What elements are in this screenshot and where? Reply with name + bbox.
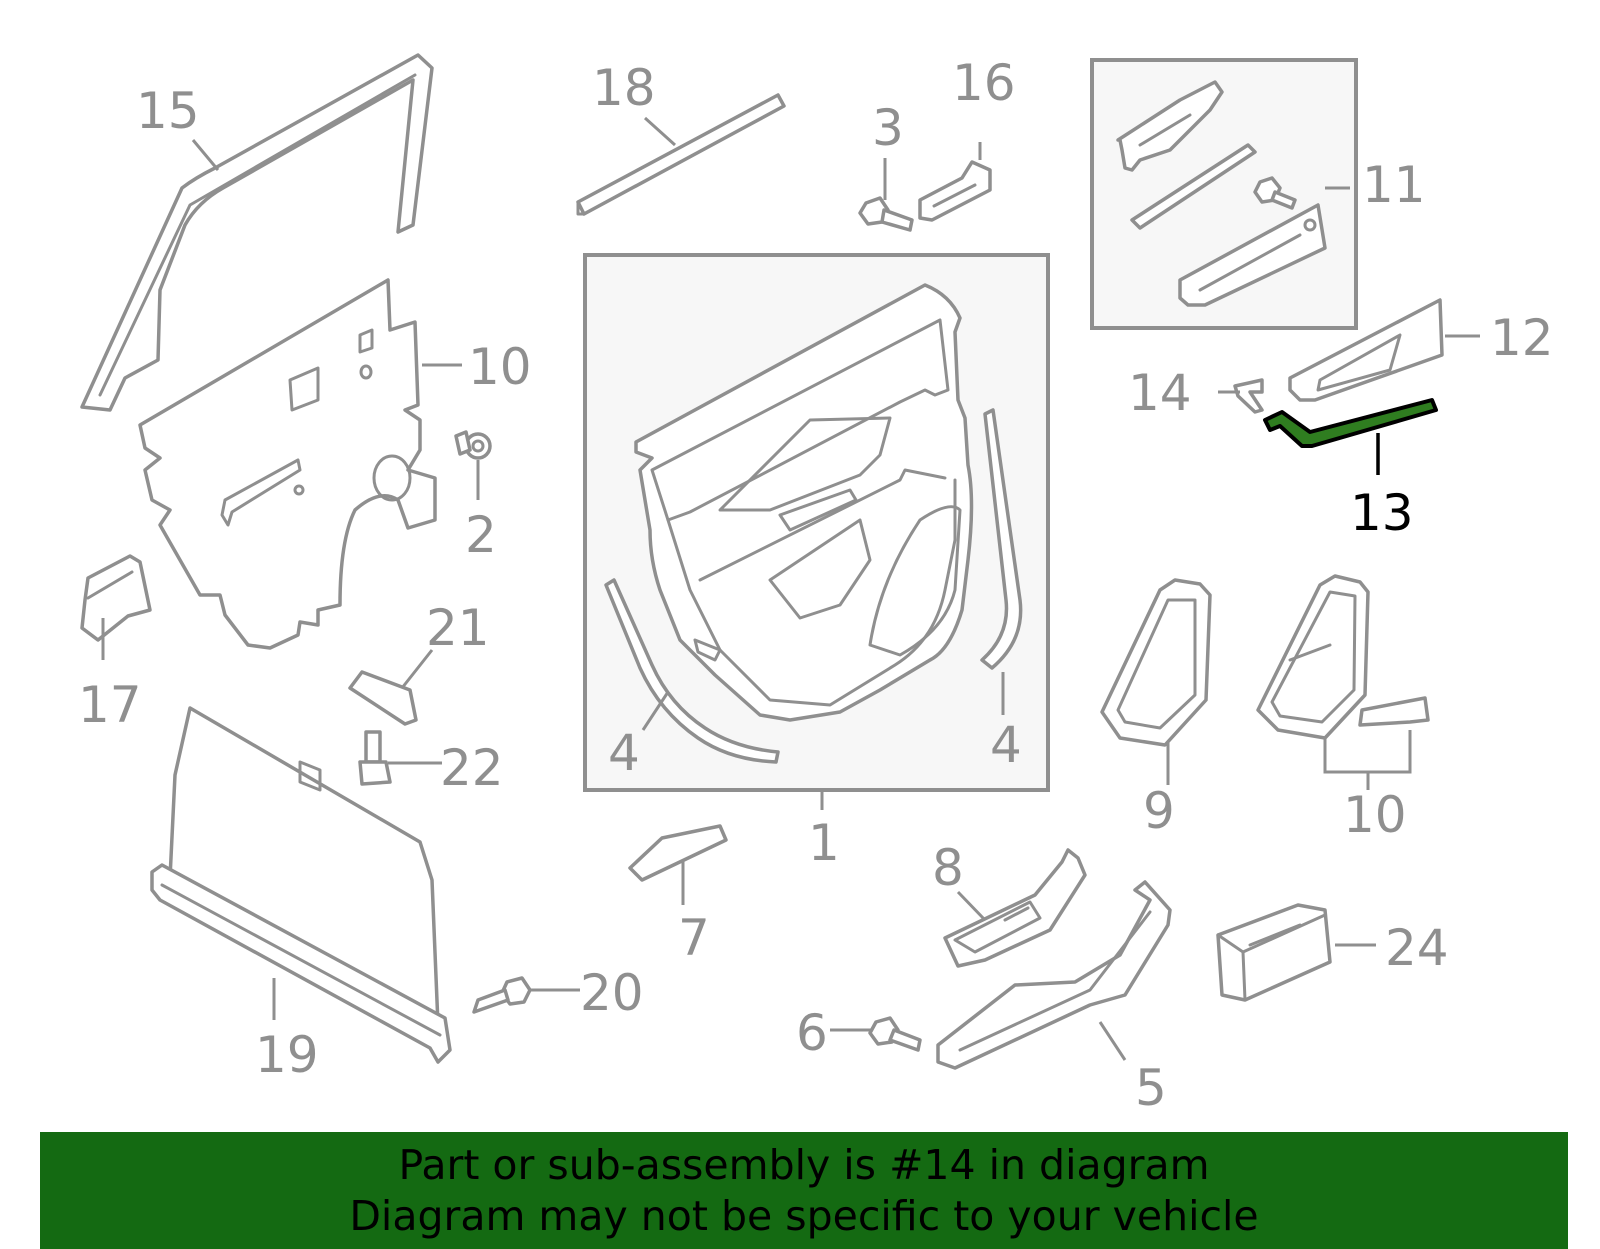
part-7-bracket[interactable] [628,824,728,882]
callout-21[interactable]: 20 [580,964,644,1022]
callout-4-right[interactable]: 4 [990,716,1022,774]
callout-17[interactable]: 16 [952,54,1016,112]
part-12-handle-kit[interactable] [1090,58,1358,330]
callout-2[interactable]: 2 [465,506,497,564]
part-10-trim[interactable] [1100,578,1212,747]
callout-13[interactable]: 12 [1490,309,1554,367]
banner-line-2: Diagram may not be specific to your vehi… [349,1191,1259,1240]
callout-15[interactable]: 14 [1128,364,1192,422]
parts-diagram: 15 10 2 17 18 3 16 11 12 14 13 1 4 4 9 1… [78,53,1554,1117]
callout-12[interactable]: 11 [1362,156,1426,214]
part-8-switch-bezel[interactable] [943,848,1087,968]
info-banner: Part or sub-assembly is #14 in diagram D… [40,1132,1568,1249]
callout-14[interactable]: 13 [1350,484,1414,542]
callout-7[interactable]: 7 [678,909,710,967]
part-15-clip[interactable] [1233,378,1264,414]
banner-line-1: Part or sub-assembly is #14 in diagram [398,1140,1210,1189]
part-14-highlighted[interactable] [1263,398,1438,448]
part-4-weatherstrip-left[interactable] [604,578,780,764]
callout-19[interactable]: 18 [592,59,656,117]
callout-5[interactable]: 5 [1135,1059,1167,1117]
part-20-window-glass[interactable] [150,706,452,1064]
part-11-trim-kit[interactable] [1256,574,1430,740]
part-6-bolt[interactable] [868,1016,922,1052]
callout-11[interactable]: 10 [1343,786,1407,844]
callout-23[interactable]: 22 [440,739,504,797]
part-3-bolt[interactable] [858,196,914,232]
callout-4-left[interactable]: 4 [608,724,640,782]
callout-labels: 15 10 2 17 18 3 16 11 12 14 13 1 4 4 9 1… [78,54,1554,1117]
part-23-bolt[interactable] [358,730,392,786]
part-5-armrest[interactable] [936,880,1172,1070]
part-13-trim[interactable] [1288,298,1444,402]
callout-18[interactable]: 17 [78,676,142,734]
part-9-watershield[interactable] [138,278,437,650]
part-22-clip[interactable] [348,670,418,726]
part-1-door-trim-panel[interactable] [583,253,1050,792]
callout-3[interactable]: 3 [872,99,904,157]
part-16-window-frame[interactable] [80,53,434,412]
callout-20[interactable]: 19 [255,1026,319,1084]
callout-16[interactable]: 15 [136,82,200,140]
part-2-clip[interactable] [454,430,492,460]
part-19-belt-strip[interactable] [576,93,786,216]
part-18-bracket[interactable] [80,554,152,642]
callout-9[interactable]: 10 [468,338,532,396]
callout-10[interactable]: 9 [1143,782,1175,840]
callout-24[interactable]: 24 [1385,919,1449,977]
callout-22[interactable]: 21 [426,599,490,657]
part-24-module[interactable] [1216,903,1332,1002]
callout-8[interactable]: 8 [932,839,964,897]
callout-6[interactable]: 6 [796,1004,828,1062]
part-4-weatherstrip-right[interactable] [980,408,1023,670]
callout-1[interactable]: 1 [808,814,840,872]
leader-lines [101,116,1480,1061]
part-21-bolt[interactable] [472,976,532,1014]
part-17-bracket[interactable] [918,160,992,222]
